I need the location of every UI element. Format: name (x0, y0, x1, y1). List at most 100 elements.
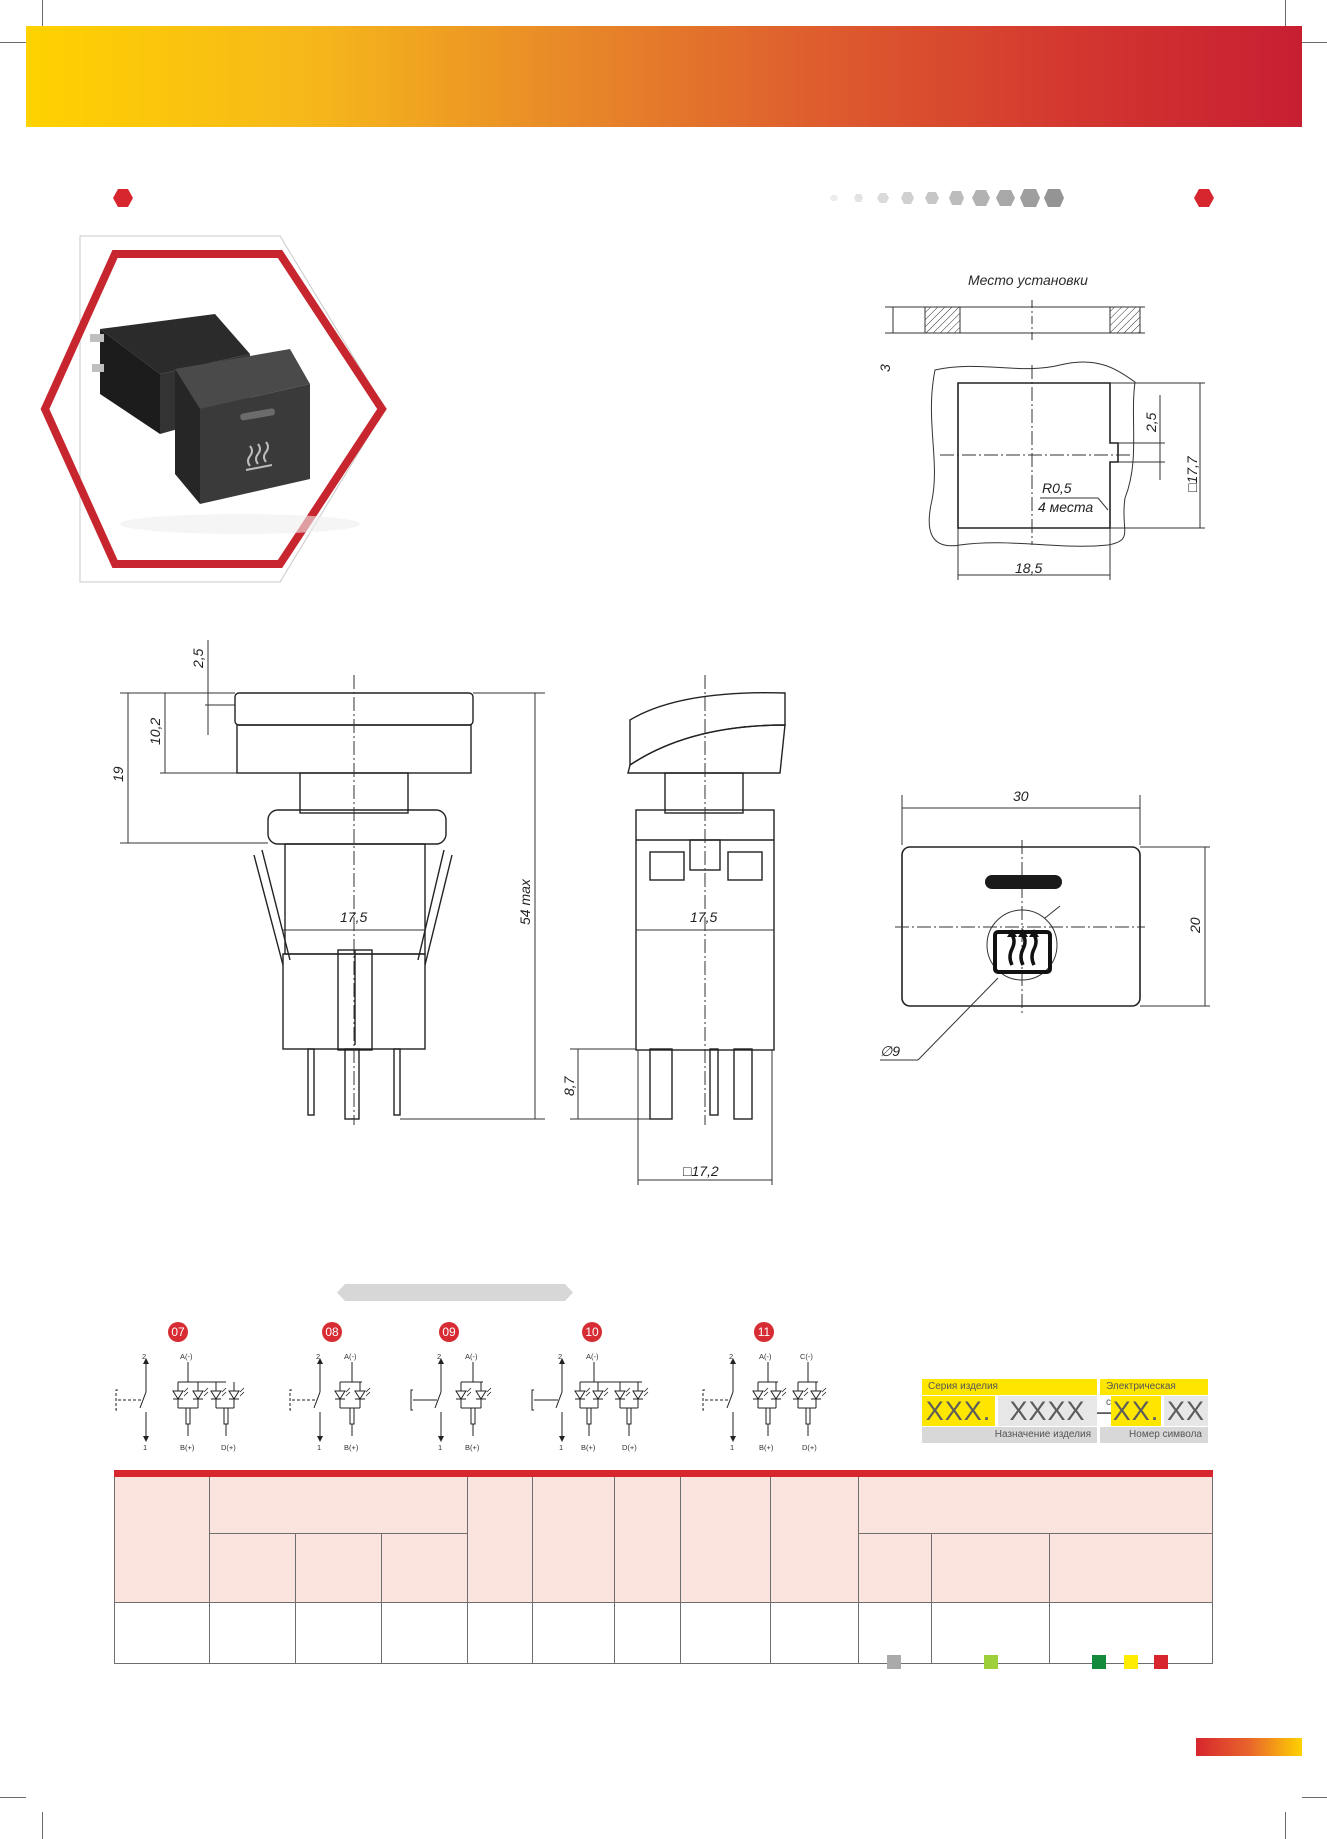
scheme-number-08: 08 (322, 1322, 342, 1342)
scheme-11-top-left: 2 (729, 1352, 733, 1361)
dim-radius-note: 4 места (1038, 499, 1093, 515)
footer-bar (1196, 1738, 1302, 1756)
series-value: XXX. (922, 1396, 995, 1426)
dim-front-width: 17,5 (340, 909, 367, 925)
purpose-value: XXXX (998, 1396, 1097, 1426)
table-cell (531, 1602, 616, 1664)
table-header-cell (614, 1473, 682, 1603)
dim-body-square: □17,2 (683, 1163, 719, 1179)
table-cell (931, 1602, 1051, 1664)
mounting-cutout-drawing: 3 □17,7 2,5 R0,5 4 места 18,5 (877, 300, 1205, 580)
dim-panel-thickness: 3 (877, 364, 893, 372)
dim-side-width: 17,5 (690, 909, 717, 925)
scheme-08-bot-left: 1 (317, 1443, 321, 1452)
swatch-yellow (1124, 1655, 1138, 1669)
scheme-09-top-right: A(-) (465, 1352, 478, 1361)
table-cell (680, 1602, 772, 1664)
scheme-number-11: 11 (754, 1322, 774, 1342)
scheme-number-10: 10 (582, 1322, 602, 1342)
table-header-cell (770, 1473, 860, 1603)
series-label: Серия изделия (922, 1379, 1097, 1395)
scheme-11-bot-mid: B(+) (759, 1443, 774, 1452)
scheme-08-bot-mid: B(+) (344, 1443, 359, 1452)
dim-body-upper: 19 (110, 766, 126, 782)
scheme-10-bot-mid: B(+) (581, 1443, 596, 1452)
scheme-label: Электрическая схема (1100, 1379, 1208, 1408)
crop-mark (1302, 1797, 1327, 1798)
crop-mark (1285, 0, 1286, 26)
table-cell (380, 1602, 468, 1664)
mounting-title: Место установки (968, 272, 1088, 288)
table-cell (770, 1602, 860, 1664)
swatch-red (1154, 1655, 1168, 1669)
product-photo (40, 235, 387, 583)
scheme-11-top-right: A(-) (759, 1352, 772, 1361)
dim-cap-height: 10,2 (147, 718, 163, 745)
dim-pins: 8,7 (561, 1075, 577, 1096)
purpose-label: Назначение изделия (922, 1427, 1097, 1443)
table-header-cell (680, 1473, 772, 1603)
side-view-drawing: 17,5 8,7 □17,2 (561, 675, 786, 1185)
scheme-09-bot-left: 1 (438, 1443, 442, 1452)
cap-view-drawing: 30 20 ∅9 (880, 788, 1210, 1061)
crop-mark (42, 0, 43, 26)
hexagon-bullet-icon (113, 189, 133, 207)
scheme-11-bot-right: D(+) (802, 1443, 817, 1452)
scheme-10-top-left: 2 (558, 1352, 562, 1361)
table-header-cell (294, 1533, 382, 1603)
symbol-label: Номер символа (1100, 1427, 1208, 1443)
scheme-07-bot-left: 1 (143, 1443, 147, 1452)
front-view-drawing: 2,5 10,2 19 54 max 17,5 (110, 640, 545, 1125)
scheme-08-top-left: 2 (316, 1352, 320, 1361)
table-header-cell (931, 1533, 1051, 1603)
spec-table (114, 1470, 1213, 1664)
table-header-cell (858, 1533, 933, 1603)
hexagon-bullet-icon (1194, 189, 1214, 207)
table-header-cell (208, 1473, 468, 1534)
crop-mark (1285, 1812, 1286, 1839)
swatch-lime (984, 1655, 998, 1669)
dim-cutout-side: □17,7 (1184, 455, 1200, 492)
table-header-cell (1049, 1533, 1213, 1603)
scheme-08-top-right: A(-) (344, 1352, 357, 1361)
header-banner (26, 26, 1302, 127)
dim-symbol-dia: ∅9 (880, 1043, 900, 1059)
dim-cap-height: 20 (1187, 917, 1203, 934)
progress-dots (830, 189, 1064, 207)
symbol-value: XX (1164, 1396, 1208, 1426)
schematic-diagrams: 2 A(-) 1 B(+) D(+) 2 A(-) 1 B(+) 2 A(-) … (115, 1352, 827, 1452)
scheme-number-07: 07 (168, 1322, 188, 1342)
table-cell (208, 1602, 296, 1664)
table-header-cell (531, 1473, 616, 1603)
swatch-green (1092, 1655, 1106, 1669)
table-cell (114, 1602, 210, 1664)
scheme-07-bot-mid: B(+) (180, 1443, 195, 1452)
table-cell (294, 1602, 382, 1664)
table-cell (1049, 1602, 1213, 1664)
crop-mark (42, 1812, 43, 1839)
table-header-cell (466, 1473, 533, 1603)
code-dash: – (1097, 1396, 1114, 1426)
scheme-11-top-right2: C(-) (800, 1352, 813, 1361)
scheme-07-top-right: A(-) (180, 1352, 193, 1361)
crop-mark (0, 42, 26, 43)
scheme-number-09: 09 (439, 1322, 459, 1342)
crop-mark (1302, 42, 1327, 43)
dim-total-height: 54 max (517, 878, 533, 925)
table-header-cell (380, 1533, 468, 1603)
crop-mark (0, 1797, 26, 1798)
dim-cap-width: 30 (1013, 788, 1029, 804)
table-cell (466, 1602, 533, 1664)
scheme-11-bot-left: 1 (730, 1443, 734, 1452)
scheme-10-top-right: A(-) (586, 1352, 599, 1361)
scheme-07-top-left: 2 (142, 1352, 146, 1361)
dim-notch: 2,5 (1143, 412, 1159, 433)
order-code-legend: Серия изделия Электрическая схема XXX. X… (922, 1379, 1208, 1451)
table-header-cell (114, 1473, 210, 1603)
scheme-09-top-left: 2 (437, 1352, 441, 1361)
scheme-value: XX. (1111, 1396, 1161, 1426)
table-cell (614, 1602, 682, 1664)
schematics-header-bar (337, 1284, 573, 1301)
table-header-cell (208, 1533, 296, 1603)
scheme-10-bot-left: 1 (559, 1443, 563, 1452)
